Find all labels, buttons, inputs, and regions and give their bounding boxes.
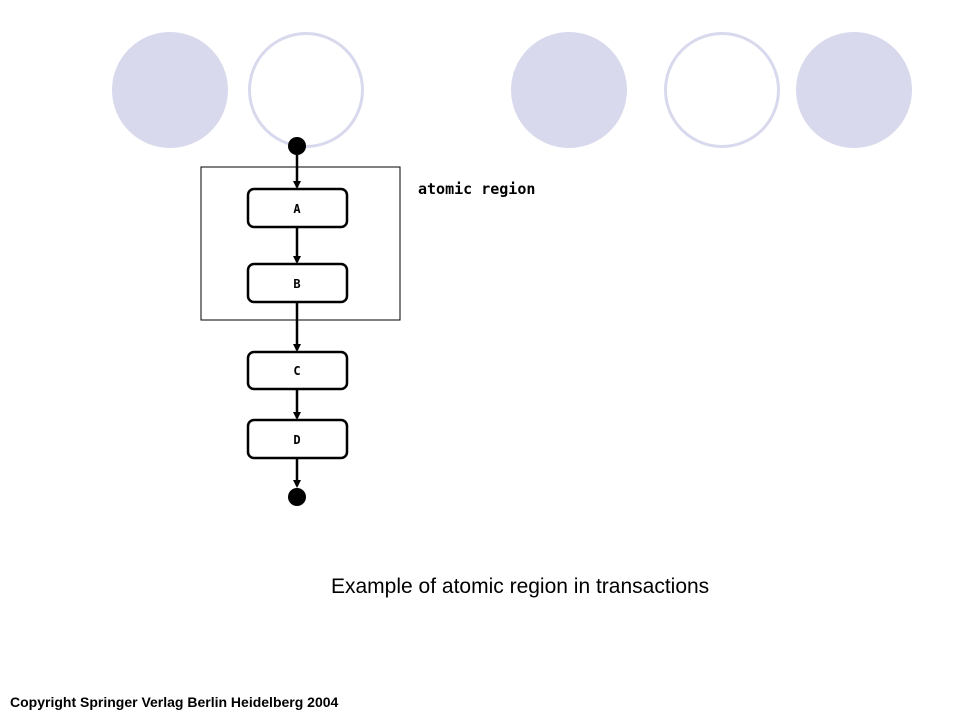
node-a-label: A <box>293 202 301 216</box>
node-c-box <box>246 350 349 391</box>
decor-circle-4 <box>664 32 780 148</box>
decor-circle-2 <box>248 32 364 148</box>
node-b-label: B <box>293 277 300 291</box>
end-node <box>288 488 306 506</box>
node-b-box <box>246 262 349 304</box>
atomic-region-frame <box>200 166 401 321</box>
decor-circle-3 <box>511 32 627 148</box>
start-node <box>288 137 306 155</box>
copyright-notice: Copyright Springer Verlag Berlin Heidelb… <box>10 694 339 710</box>
node-d-label: D <box>293 433 300 447</box>
node-d-box <box>246 418 349 460</box>
decor-circle-5 <box>796 32 912 148</box>
atomic-region-label: atomic region <box>418 180 536 198</box>
node-a-box <box>246 187 349 229</box>
decor-circle-1 <box>112 32 228 148</box>
node-c-label: C <box>293 364 300 378</box>
slide-caption: Example of atomic region in transactions <box>331 575 710 598</box>
